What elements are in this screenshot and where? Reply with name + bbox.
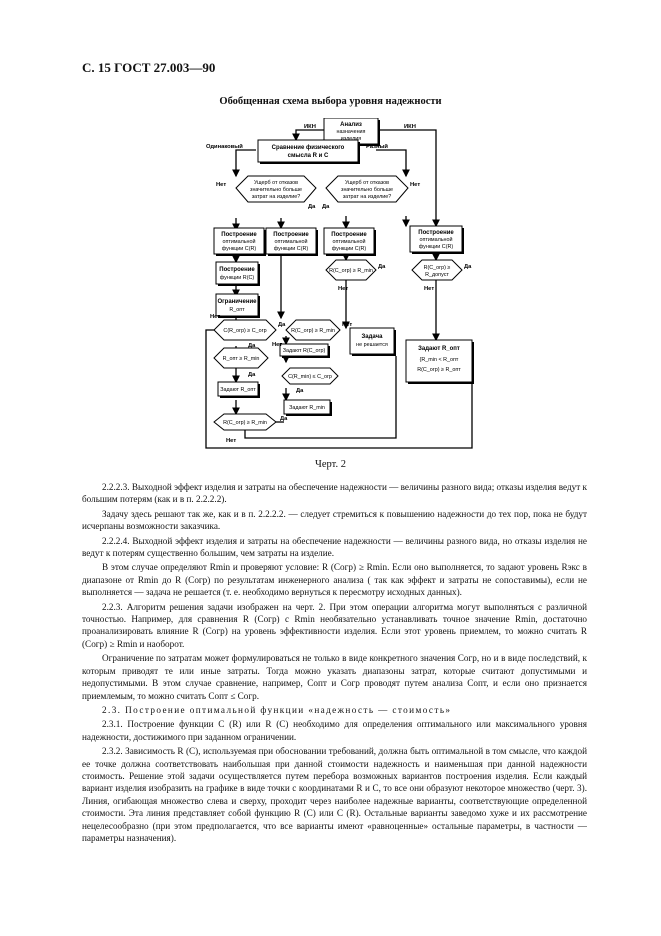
svg-text:Нет: Нет xyxy=(216,182,226,188)
compare-line1: Сравнение физического xyxy=(272,144,345,151)
paragraph: 2.2.2.3. Выходной эффект изделия и затра… xyxy=(82,482,587,505)
svg-text:Да: Да xyxy=(248,372,256,378)
svg-text:Нет: Нет xyxy=(272,342,282,348)
paragraph: 2.2.3. Алгоритм решения задачи изображен… xyxy=(82,601,587,649)
label-different: Разный xyxy=(366,143,388,150)
analysis-line2: назначения xyxy=(337,129,366,135)
svg-text:Да: Да xyxy=(296,388,304,394)
decision-cond-cmin xyxy=(281,367,339,385)
set-rc-box xyxy=(279,343,329,357)
svg-text:Построение: Построение xyxy=(273,232,309,238)
svg-text:затрат на изделие?: затрат на изделие? xyxy=(252,194,301,200)
svg-text:Нет: Нет xyxy=(424,286,434,292)
svg-text:Да: Да xyxy=(280,416,288,422)
svg-text:Построение: Построение xyxy=(219,267,255,273)
task-not-solved-box xyxy=(349,327,395,355)
svg-text:Задают R(C_огр): Задают R(C_огр) xyxy=(283,348,326,354)
svg-text:Да: Да xyxy=(378,264,386,270)
flowchart-diagram: Анализ назначения изделия ИКН ИКН Сравне… xyxy=(205,118,474,449)
svg-text:Да: Да xyxy=(278,322,286,328)
label-ikn-left: ИКН xyxy=(304,124,316,130)
set-rmin-box xyxy=(283,399,331,415)
decision-cond-r2 xyxy=(285,319,341,341)
body-text: 2.2.2.3. Выходной эффект изделия и затра… xyxy=(82,481,587,846)
paragraph: 2.2.2.4. Выходной эффект изделия и затра… xyxy=(82,535,587,559)
paragraph: 2.3.2. Зависимость R (C), используемая п… xyxy=(82,746,587,843)
svg-text:Задача: Задача xyxy=(362,334,384,340)
svg-text:Построение: Построение xyxy=(221,232,257,238)
paragraph: Ограничение по затратам может формулиров… xyxy=(82,653,587,701)
label-same: Одинаковый xyxy=(206,143,243,150)
limit-box xyxy=(215,293,259,317)
svg-text:R_опт ≥ R_min: R_опт ≥ R_min xyxy=(223,356,260,362)
svg-text:затрат на изделие?: затрат на изделие? xyxy=(343,194,392,200)
svg-text:C(R_огр) ≥ C_огр: C(R_огр) ≥ C_огр xyxy=(223,328,266,334)
analysis-line3: изделия xyxy=(341,136,361,142)
svg-text:функции C(R): функции C(R) xyxy=(222,246,257,252)
svg-text:Нет: Нет xyxy=(210,314,220,320)
svg-text:Ограничение: Ограничение xyxy=(218,299,258,305)
svg-text:R(C_огр) ≥ R_min: R(C_огр) ≥ R_min xyxy=(223,420,267,426)
svg-text:функции C(R): функции C(R) xyxy=(332,246,367,252)
func-rc-box xyxy=(215,261,259,285)
paragraph: Задачу здесь решают так же, как и в п. 2… xyxy=(82,508,587,532)
section-heading: 2.3. Построение оптимальной функции «над… xyxy=(102,704,452,715)
svg-text:оптимальной: оптимальной xyxy=(419,236,452,243)
svg-text:функции R(C): функции R(C) xyxy=(220,275,255,281)
set-ropt-range-box xyxy=(405,339,473,383)
svg-text:оптимальной: оптимальной xyxy=(222,238,255,245)
compare-line2: смысла R и C xyxy=(288,153,329,159)
svg-text:функции C(R): функции C(R) xyxy=(274,246,309,252)
svg-text:Да: Да xyxy=(248,343,256,349)
compare-box xyxy=(257,139,359,163)
svg-text:Задают R_опт: Задают R_опт xyxy=(220,387,256,393)
decision-cond-r1 xyxy=(325,259,377,281)
svg-text:R_допуст: R_допуст xyxy=(425,272,449,278)
decision-cond-r3 xyxy=(411,259,463,281)
set-ropt-box xyxy=(217,381,259,397)
svg-text:R(C_огр) ≥ R_опт: R(C_огр) ≥ R_опт xyxy=(417,367,461,373)
decision-cond-ropt xyxy=(213,347,269,369)
svg-text:R(C_огр) ≥: R(C_огр) ≥ xyxy=(424,265,451,271)
paragraph: 2.3.1. Построение функции C (R) или R (C… xyxy=(82,719,587,742)
svg-text:Ущерб от отказов: Ущерб от отказов xyxy=(254,180,298,186)
svg-text:Да: Да xyxy=(322,204,330,210)
svg-text:Задают R_min: Задают R_min xyxy=(289,405,325,411)
svg-text:не решается: не решается xyxy=(356,342,388,348)
svg-text:оптимальной: оптимальной xyxy=(274,238,307,245)
svg-text:Нет: Нет xyxy=(226,438,236,444)
svg-text:C(R_min) ≤ C_огр: C(R_min) ≤ C_огр xyxy=(288,374,332,380)
figure-title: Обобщенная схема выбора уровня надежност… xyxy=(219,96,442,107)
label-ikn-right: ИКН xyxy=(404,124,416,130)
page-header: С. 15 ГОСТ 27.003—90 xyxy=(82,60,216,75)
svg-text:оптимальной: оптимальной xyxy=(332,238,365,245)
svg-text:Да: Да xyxy=(464,264,472,270)
svg-text:R(C_огр) ≥ R_min: R(C_огр) ≥ R_min xyxy=(329,268,373,274)
svg-text:функции C(R): функции C(R) xyxy=(419,244,454,250)
svg-text:Нет: Нет xyxy=(410,182,420,188)
svg-text:{R_min < R_опт: {R_min < R_опт xyxy=(420,357,459,363)
build-row: Построение оптимальной функции C(R) Пост… xyxy=(213,225,464,256)
svg-text:Нет: Нет xyxy=(338,286,348,292)
svg-text:Построение: Построение xyxy=(418,230,454,236)
svg-text:значительно больше: значительно больше xyxy=(250,187,302,193)
svg-text:Построение: Построение xyxy=(331,232,367,238)
svg-text:Ущерб от отказов: Ущерб от отказов xyxy=(345,180,389,186)
paragraph: В этом случае определяют Rmin и проверяю… xyxy=(82,562,587,598)
decision-cond-c xyxy=(213,319,277,341)
svg-text:R(C_огр) ≥ R_min: R(C_огр) ≥ R_min xyxy=(291,328,335,334)
svg-text:значительно больше: значительно больше xyxy=(341,187,393,193)
decision-damage-right xyxy=(325,175,409,203)
svg-text:Да: Да xyxy=(308,204,316,210)
svg-text:Нет: Нет xyxy=(342,322,352,328)
svg-text:R_опт: R_опт xyxy=(229,307,245,313)
analysis-line1: Анализ xyxy=(340,122,362,128)
svg-text:Задают R_опт: Задают R_опт xyxy=(418,346,460,352)
figure-caption: Черт. 2 xyxy=(315,459,346,470)
decision-damage-left xyxy=(235,175,317,203)
